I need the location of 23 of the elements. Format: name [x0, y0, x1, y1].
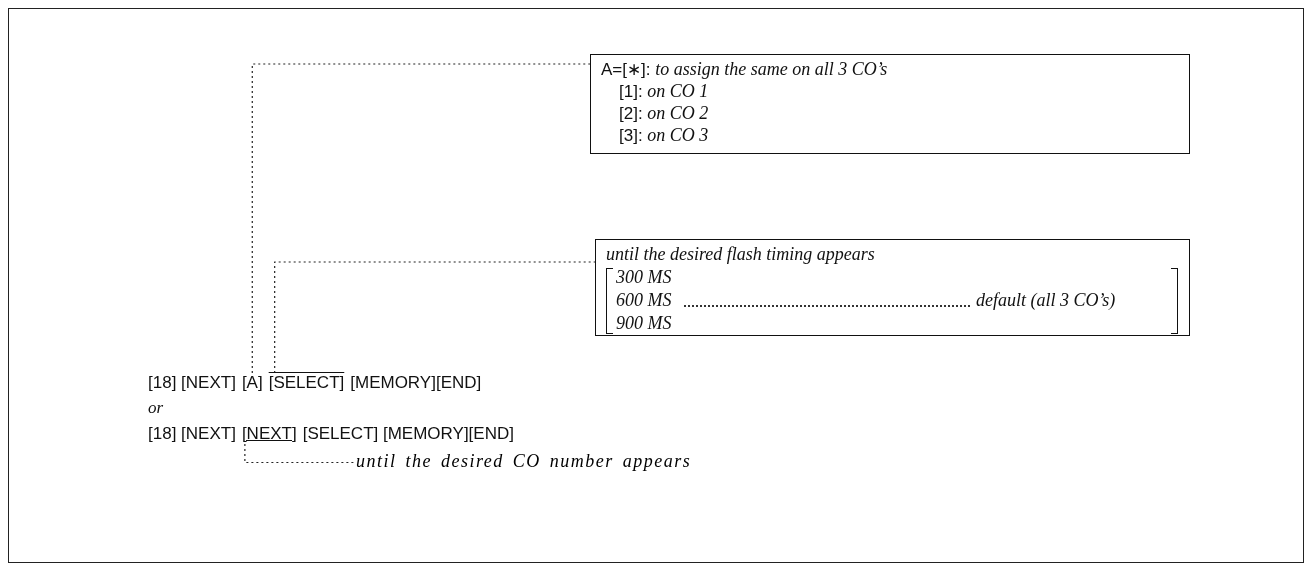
instruction-text: until the desired flash timing appears: [606, 243, 875, 265]
option-text: default (all 3 CO’s): [976, 289, 1116, 311]
conjunction-text: or: [148, 398, 164, 418]
option-text: 900 MS: [616, 312, 672, 334]
leader-line: [244, 443, 355, 464]
leader-line: [251, 63, 591, 374]
key-sequence-text: [18] [NEXT]: [148, 424, 236, 444]
note-text: until the desired CO number appears: [356, 451, 692, 472]
key-name: [NEXT]: [241, 424, 297, 444]
key-name: [A]: [241, 373, 263, 393]
option-text: A=[∗]: to assign the same on all 3 CO’s: [601, 58, 888, 81]
key-sequence-text: [SELECT] [MEMORY][END]: [302, 424, 514, 444]
option-text: [1]: on CO 1: [619, 80, 709, 103]
key-sequence-text: [MEMORY][END]: [350, 373, 482, 393]
option-text: 600 MS: [616, 289, 672, 311]
key-sequence-text: [18] [NEXT]: [148, 373, 236, 393]
note-box: [590, 54, 1190, 154]
option-text: [2]: on CO 2: [619, 102, 709, 125]
option-text: 300 MS: [616, 266, 672, 288]
option-text: [3]: on CO 3: [619, 124, 709, 147]
leader-line: [274, 261, 596, 374]
key-name: [SELECT]: [268, 373, 345, 393]
note-box: [595, 239, 1190, 336]
